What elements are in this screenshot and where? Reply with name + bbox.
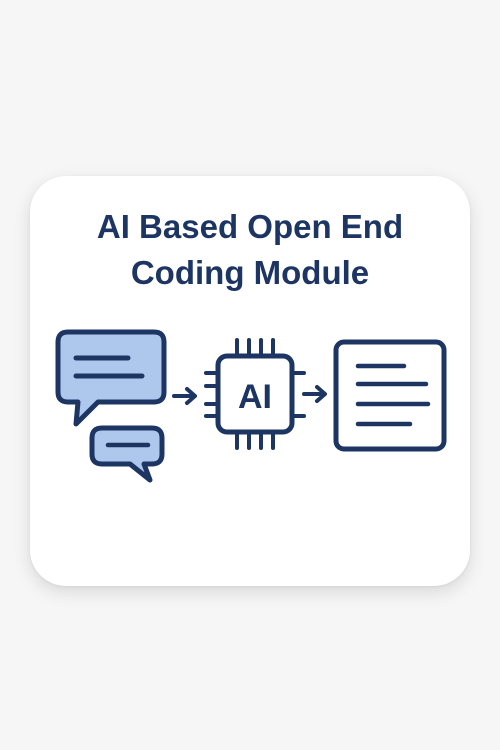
chat-bubble-small-icon bbox=[89, 425, 165, 483]
module-card: AI Based Open End Coding Module bbox=[30, 176, 470, 586]
card-title-line-2: Coding Module bbox=[130, 254, 370, 291]
document-lines-icon bbox=[333, 339, 447, 452]
arrow-right-icon bbox=[302, 385, 327, 403]
card-title-line-1: AI Based Open End bbox=[96, 208, 404, 245]
arrow-right-icon bbox=[172, 387, 197, 405]
card-title: AI Based Open End Coding Module bbox=[30, 204, 470, 296]
workflow-diagram: AI bbox=[55, 329, 447, 483]
ai-chip-icon: AI bbox=[204, 338, 306, 450]
chat-bubble-large-icon bbox=[55, 329, 167, 427]
ai-chip-label: AI bbox=[238, 378, 272, 416]
